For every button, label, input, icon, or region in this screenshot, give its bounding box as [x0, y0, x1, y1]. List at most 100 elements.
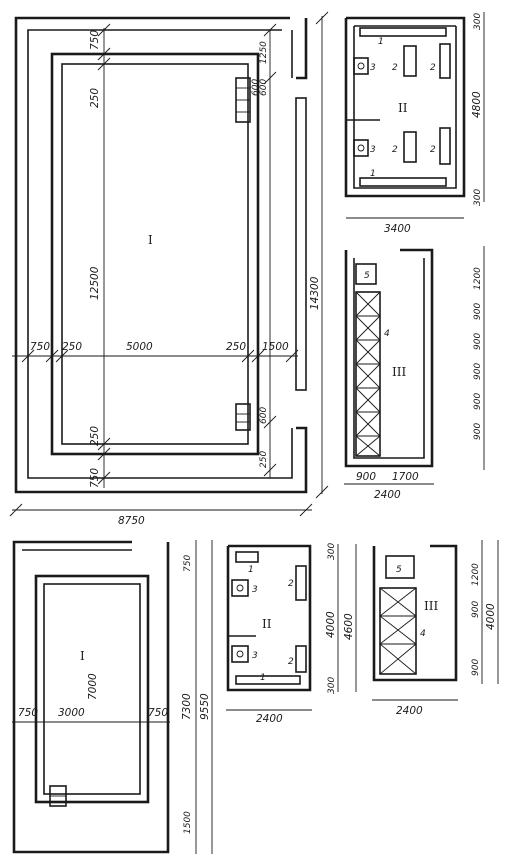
inner-wall [27, 29, 293, 479]
shower-wall-inner [353, 258, 425, 459]
shower-small-wall [372, 544, 458, 682]
dim-small-deck-right: 750 [148, 707, 168, 719]
dim-small-width: 3000 [58, 707, 85, 719]
marker-sink: 3 [252, 585, 258, 595]
dim-small-deck-left: 750 [18, 707, 38, 719]
dim-pool-width: 5000 [126, 341, 153, 353]
dim-edge-top: 250 [89, 88, 101, 108]
changing-wall-inner [353, 25, 457, 189]
shower-cells [355, 291, 381, 457]
small-outer-wall [12, 540, 170, 854]
marker-locker: 2 [288, 657, 294, 667]
marker-locker: 2 [430, 63, 436, 73]
sink [353, 139, 369, 157]
marker-locker: 2 [392, 63, 398, 73]
marker-bench: 1 [370, 169, 376, 179]
marker-bench: 1 [378, 37, 384, 47]
small-pool-ladder [49, 785, 67, 807]
outer-wall [14, 16, 308, 494]
bench-bottom [235, 675, 301, 685]
locker [295, 565, 307, 601]
side-opening-wall [295, 97, 307, 391]
changing-room-small: II 2400 4000 4600 300 300 1 2 2 3 3 1 [226, 543, 357, 725]
marker-sink: 3 [252, 651, 258, 661]
dim-pool-length: 12500 [89, 266, 101, 300]
locker [403, 45, 417, 77]
shower-room-small: III 5 4 2400 1200 900 900 4000 [372, 540, 499, 717]
bench-bottom [359, 177, 447, 187]
dim-cell: 900 [473, 333, 483, 350]
dim-small-gap-top: 300 [327, 543, 337, 560]
dim-shower-width: 2400 [374, 489, 401, 501]
room-label-changing: II [398, 101, 408, 115]
sink [353, 57, 369, 75]
dim-cell: 900 [473, 363, 483, 380]
dim-edge-right: 250 [226, 341, 246, 353]
pool-ladder-top [235, 77, 251, 123]
dim-edge-left: 250 [62, 341, 82, 353]
dim-small-length: 7000 [87, 673, 99, 700]
dim-stair-b: 600 [251, 79, 261, 96]
pool-ladder-bottom [235, 403, 251, 431]
locker [439, 127, 451, 165]
dim-overall-length: 14300 [309, 276, 321, 310]
dim-deck-bottom: 750 [89, 468, 101, 488]
pool-basin-outer [50, 52, 260, 456]
small-pool-inner [43, 583, 141, 795]
bench-top [235, 551, 259, 563]
toilet [385, 555, 415, 579]
dim-stair-c: 600 [259, 407, 269, 424]
dim-deck-left: 750 [30, 341, 50, 353]
dim-small-toilet: 1200 [471, 563, 481, 586]
dim-cell: 900 [473, 303, 483, 320]
sink [231, 645, 249, 663]
marker-sink: 3 [370, 145, 376, 155]
dim-small-cell: 900 [471, 659, 481, 676]
dim-small-overall-a: 7300 [181, 693, 193, 720]
marker-toilet: 5 [396, 565, 402, 575]
dim-small-overall-b: 9550 [199, 693, 211, 720]
dim-changing-small-width: 2400 [256, 713, 283, 725]
marker-shower: 4 [420, 629, 426, 639]
marker-bench: 1 [260, 673, 266, 683]
shower-room-large: III 5 4 900 1700 2400 1200 900 900 900 9… [344, 246, 485, 501]
dim-toilet: 1200 [473, 267, 483, 290]
shower-wall [344, 248, 434, 468]
dim-overall-width: 8750 [118, 515, 145, 527]
locker [403, 131, 417, 163]
marker-locker: 2 [288, 579, 294, 589]
dim-stair-clear: 1250 [259, 41, 269, 64]
dim-shower-small-total: 4000 [485, 603, 497, 630]
toilet [355, 263, 377, 285]
dim-shower-small-width: 2400 [396, 705, 423, 717]
dim-cell: 900 [473, 423, 483, 440]
room-label-changing-small: II [262, 617, 272, 631]
dim-changing-depth: 4800 [471, 91, 483, 118]
room-label-shower-small: III [424, 599, 438, 613]
changing-room-large: II 3400 4800 300 300 1 2 2 3 3 2 2 1 [344, 12, 485, 235]
dim-edge-bottom: 250 [89, 426, 101, 446]
dim-stair-a: 600 [259, 79, 269, 96]
room-label-small-pool: I [80, 649, 85, 663]
dim-edge-br: 250 [259, 451, 269, 468]
outer-wall-right-top [296, 18, 308, 80]
dim-deck-top: 750 [89, 30, 101, 50]
shower-cells-small [379, 587, 417, 675]
dim-small-end: 1500 [183, 811, 193, 834]
small-pool-basin [34, 574, 150, 804]
small-pool-plan: I 7000 750 3000 750 7300 9550 750 1500 [12, 540, 213, 854]
sink [231, 579, 249, 597]
room-label-shower: III [392, 365, 406, 379]
marker-toilet: 5 [364, 271, 370, 281]
dim-col-b: 1700 [392, 471, 419, 483]
dim-top-gap: 300 [473, 13, 483, 30]
marker-locker: 2 [392, 145, 398, 155]
room-label-pool: I [148, 233, 153, 247]
large-pool-plan: I 12500 750 250 250 750 750 250 5000 250… [9, 11, 329, 527]
dim-cell: 900 [473, 393, 483, 410]
dim-small-cell: 900 [471, 601, 481, 618]
locker [295, 645, 307, 673]
marker-locker: 2 [430, 145, 436, 155]
locker [439, 43, 451, 79]
